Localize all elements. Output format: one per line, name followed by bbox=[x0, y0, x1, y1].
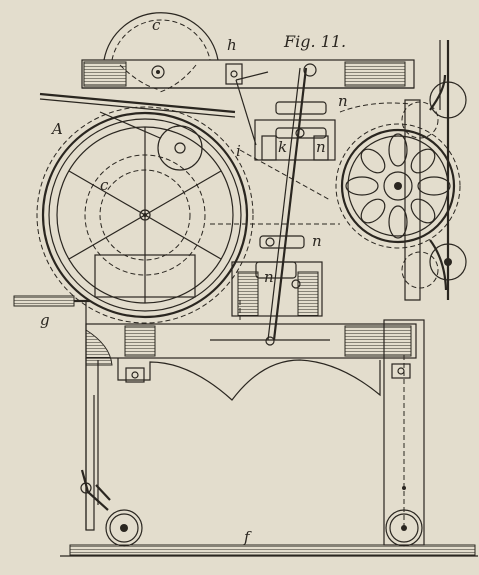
figure-title: Fig. 11. bbox=[283, 32, 346, 51]
top-frame-beam bbox=[81, 59, 415, 89]
label-n-3: n bbox=[312, 232, 322, 250]
figure-labels: Fig. 11. c h A c i k n n n n g f bbox=[40, 16, 348, 546]
label-h: h bbox=[227, 36, 237, 54]
label-a: A bbox=[50, 120, 63, 138]
right-leg bbox=[383, 319, 425, 547]
base-plate bbox=[60, 544, 478, 557]
flywheel bbox=[36, 106, 254, 324]
hidden-lines bbox=[210, 102, 411, 320]
frame-skirt bbox=[85, 358, 381, 531]
crank-handle bbox=[13, 295, 90, 307]
label-k: k bbox=[278, 138, 287, 156]
drive-rod bbox=[39, 92, 236, 171]
label-n-2: n bbox=[316, 138, 326, 156]
frame-bolts bbox=[125, 63, 243, 383]
label-n-4: n bbox=[264, 268, 274, 286]
label-c-top: c bbox=[152, 16, 161, 34]
lower-frame-beam bbox=[85, 323, 417, 359]
lower-bearing-bracket bbox=[231, 235, 323, 317]
upper-pulley bbox=[103, 12, 219, 93]
left-leg bbox=[85, 300, 113, 530]
label-f: f bbox=[243, 528, 252, 546]
caster-wheel-left bbox=[80, 469, 143, 547]
label-i: i bbox=[236, 142, 241, 160]
rotary-drum bbox=[335, 123, 461, 249]
label-c-mid: c bbox=[100, 176, 109, 194]
label-n-1: n bbox=[338, 92, 348, 110]
upper-bearing-bracket bbox=[235, 71, 336, 161]
right-side-frame bbox=[401, 40, 467, 301]
inclined-shaft bbox=[267, 63, 317, 341]
label-g: g bbox=[40, 311, 50, 329]
